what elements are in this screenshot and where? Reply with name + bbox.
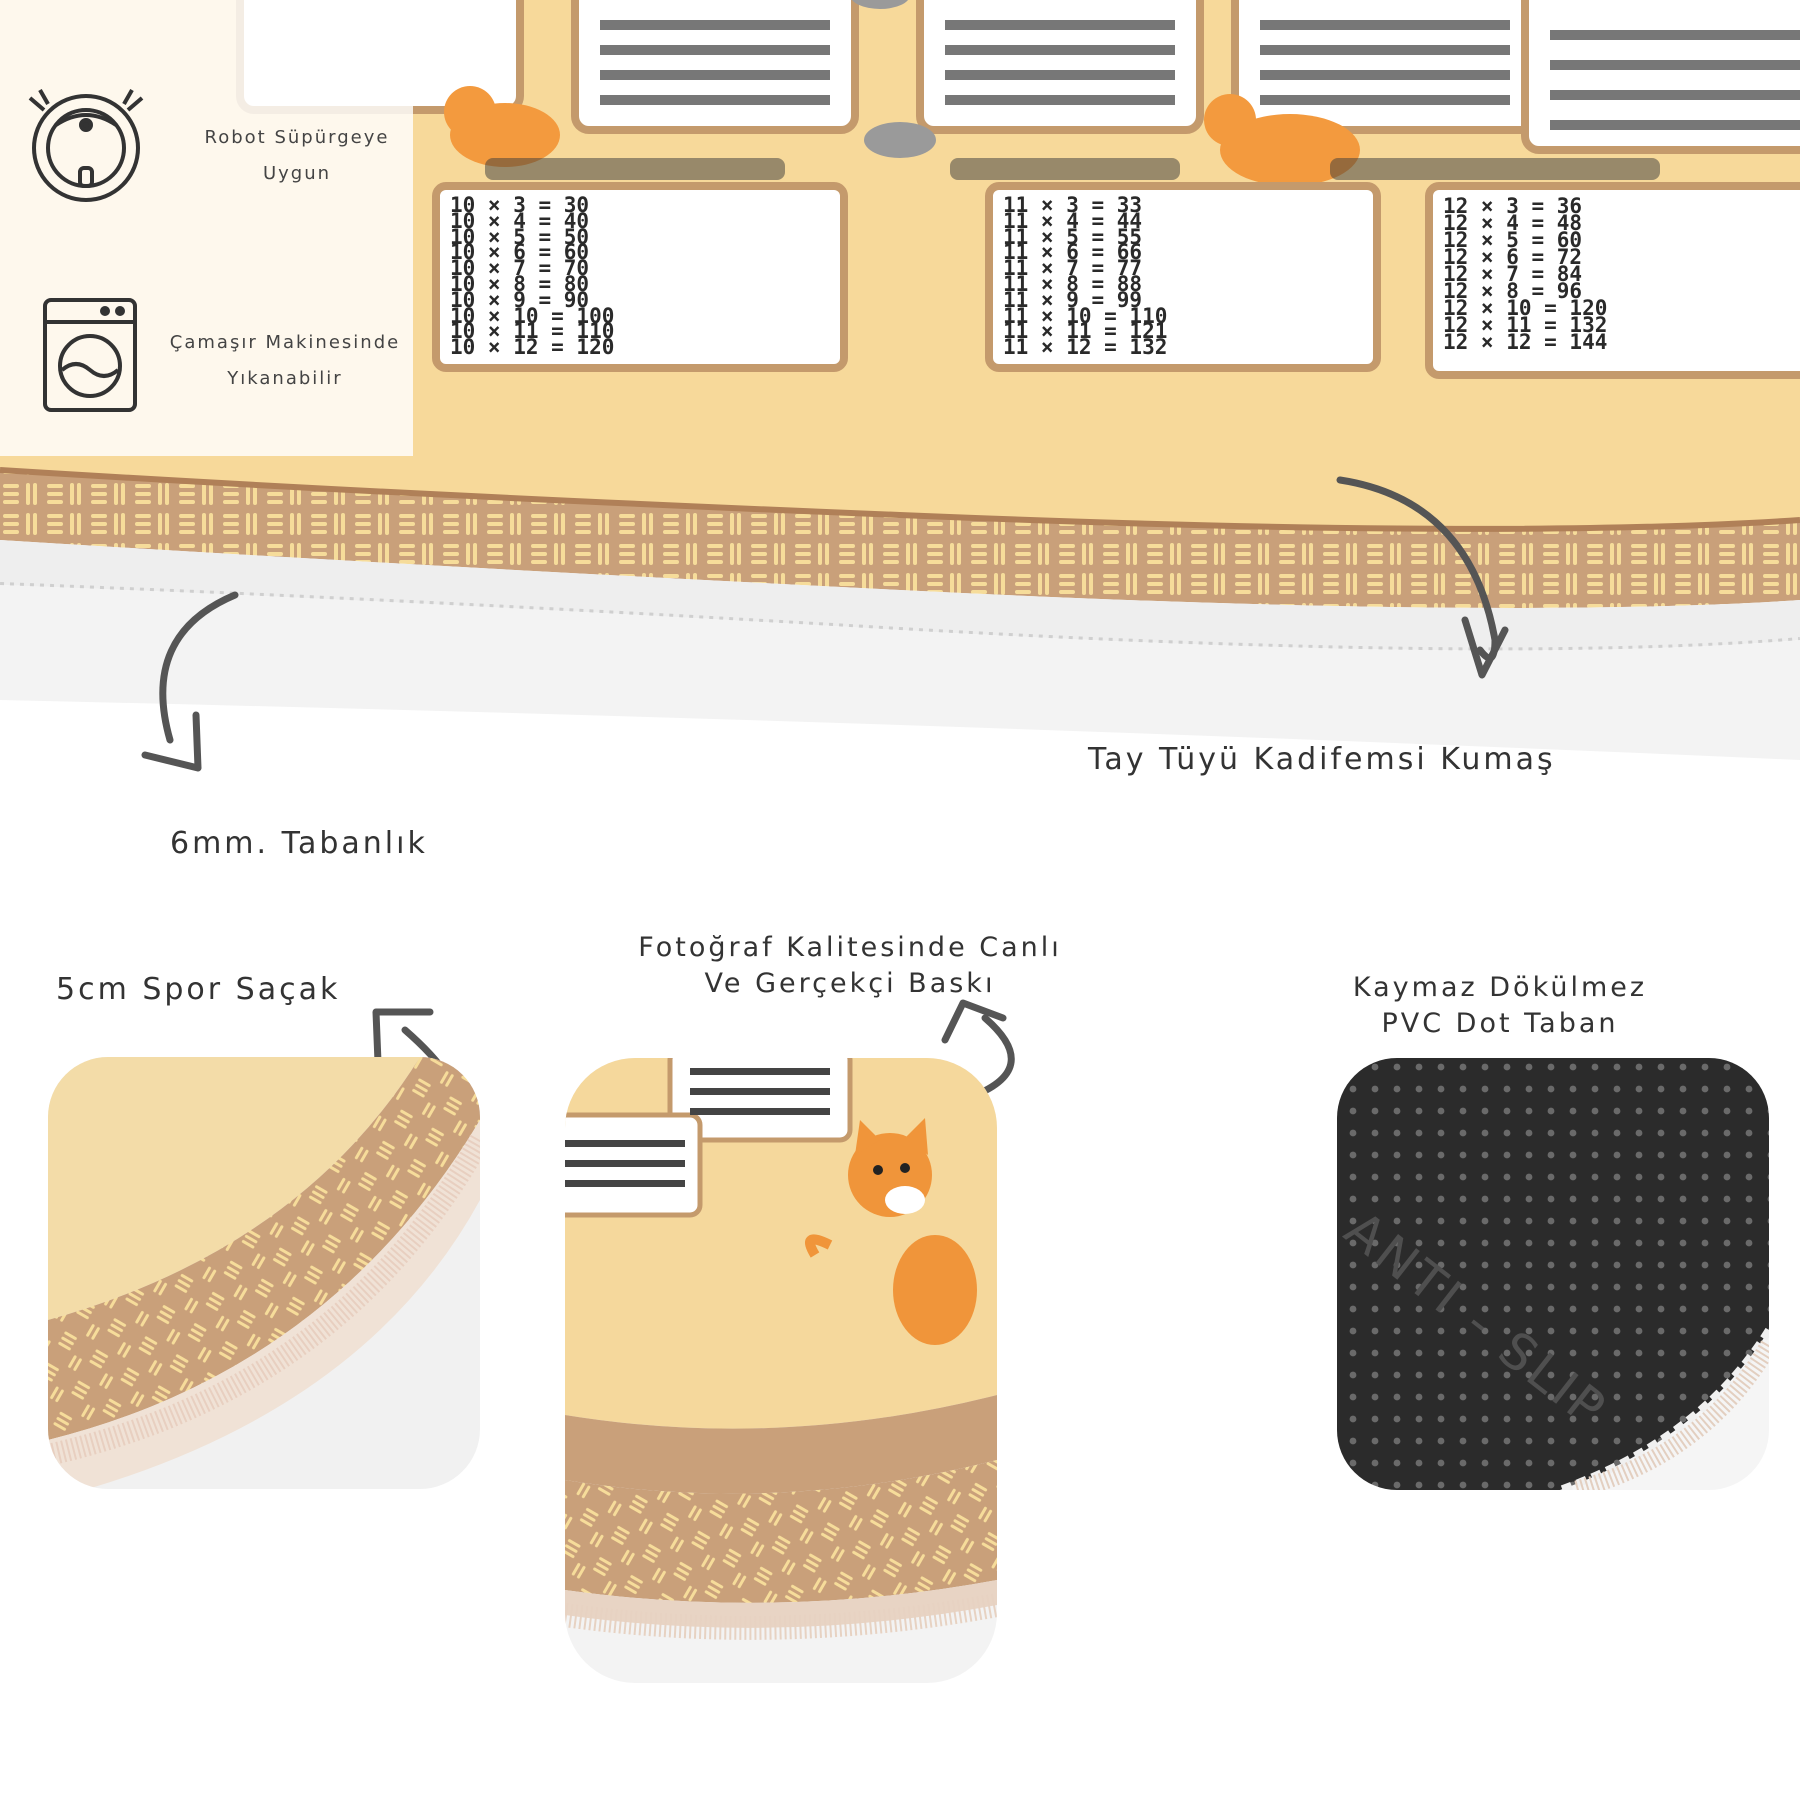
table-row: 11 × 7 = 77: [1003, 256, 1143, 281]
robot-vacuum-icon: [28, 89, 144, 202]
print-label: Fotoğraf Kalitesinde Canlı Ve Gerçekçi B…: [638, 932, 1062, 999]
table-row: 10 × 5 = 50: [450, 224, 590, 249]
table-row: 11 × 9 = 99: [1003, 287, 1143, 312]
table-row: 12 × 6 = 72: [1443, 245, 1583, 269]
table-twelve: 12 × 3 = 36 12 × 4 = 48 12 × 5 = 60 12 ×…: [1425, 182, 1800, 379]
table-row: 12 × 7 = 84: [1443, 262, 1583, 286]
table-row: 11 × 4 = 44: [1003, 208, 1143, 233]
table-row: 10 × 9 = 90: [450, 287, 590, 312]
table-eleven: 11 × 3 = 33 11 × 4 = 44 11 × 5 = 55 11 ×…: [985, 182, 1381, 372]
backing-label: Kaymaz Dökülmez PVC Dot Taban: [1352, 972, 1648, 1039]
fabric-label: Tay Tüyü Kadifemsi Kumaş: [1088, 742, 1556, 777]
orange-cat-illustration: [805, 1118, 977, 1345]
table-row: 12 × 5 = 60: [1443, 228, 1583, 252]
table-row: 11 × 12 = 132: [1003, 335, 1168, 360]
arrow-base: [159, 591, 239, 744]
table-row: 12 × 11 = 132: [1443, 313, 1608, 337]
cat-illustration-left: [444, 86, 560, 167]
table-row: 11 × 5 = 55: [1003, 224, 1143, 249]
table-row: 11 × 10 = 110: [1003, 303, 1168, 328]
table-row: 10 × 7 = 70: [450, 256, 590, 281]
table-row: 11 × 11 = 121: [1003, 319, 1168, 344]
table-ten: 10 × 3 = 30 10 × 4 = 40 10 × 5 = 50 10 ×…: [432, 182, 848, 372]
table-row: 12 × 3 = 36: [1443, 194, 1583, 218]
table-row: 10 × 11 = 110: [450, 319, 615, 344]
table-row: 11 × 8 = 88: [1003, 271, 1143, 296]
cat-illustration-right: [1204, 94, 1360, 186]
washing-machine-label: Çamaşır Makinesinde Yıkanabilir: [169, 332, 401, 389]
table-row: 10 × 4 = 40: [450, 208, 590, 233]
table-row: 10 × 8 = 80: [450, 271, 590, 296]
table-row: 12 × 12 = 144: [1443, 330, 1608, 354]
table-row: 11 × 3 = 33: [1003, 193, 1143, 217]
table-row: 10 × 12 = 120: [450, 335, 615, 360]
table-row: 10 × 6 = 60: [450, 240, 590, 265]
table-row: 10 × 10 = 100: [450, 303, 615, 328]
table-row: 10 × 3 = 30: [450, 193, 590, 217]
fringe-label: 5cm Spor Saçak: [56, 972, 341, 1007]
base-label: 6mm. Tabanlık: [170, 826, 428, 861]
table-row: 12 × 8 = 96: [1443, 279, 1583, 303]
robot-vacuum-label: Robot Süpürgeye Uygun: [204, 127, 390, 184]
table-row: 12 × 4 = 48: [1443, 211, 1583, 235]
table-row: 12 × 10 = 120: [1443, 296, 1608, 320]
washing-machine-icon: [43, 298, 137, 412]
feature-icons-panel: Robot Süpürgeye Uygun Çamaşır Makinesind…: [0, 0, 413, 456]
feature-icons: [28, 89, 144, 412]
table-row: 11 × 6 = 66: [1003, 240, 1143, 265]
